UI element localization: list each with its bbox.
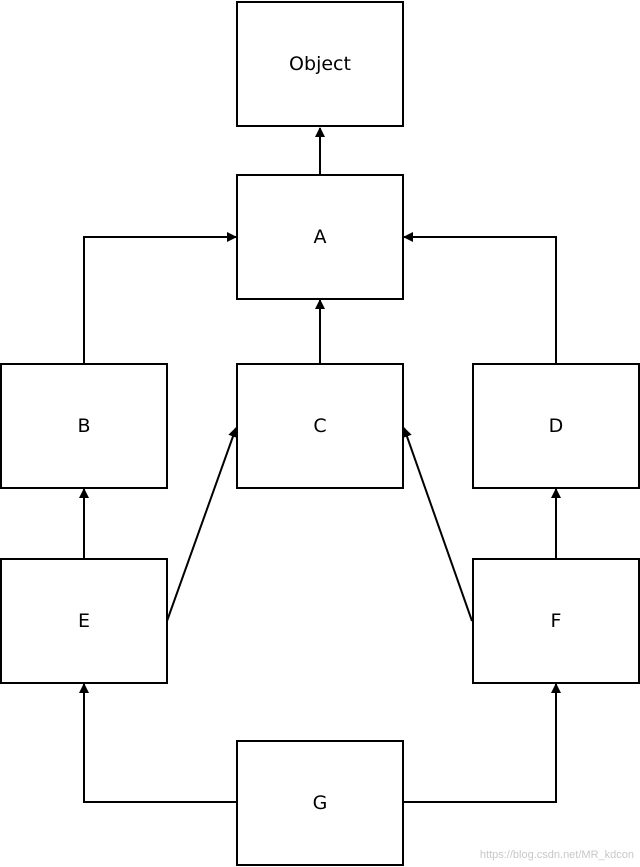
node-e: E [0, 558, 168, 684]
node-b-box [0, 363, 168, 489]
node-object-box [236, 1, 404, 127]
node-a-box [236, 174, 404, 300]
node-object: Object [236, 1, 404, 127]
edge-g-to-e [79, 683, 236, 803]
node-e-box [0, 558, 168, 684]
node-f: F [472, 558, 640, 684]
node-g: G [236, 740, 404, 866]
edge-f-to-c [402, 427, 473, 622]
node-c-box [236, 363, 404, 489]
node-c: C [236, 363, 404, 489]
node-f-box [472, 558, 640, 684]
node-d-label: D [549, 415, 564, 437]
edge-e-to-c [166, 427, 238, 622]
node-b-label: B [77, 415, 90, 437]
edge-b-to-a [83, 232, 237, 363]
node-f-label: F [551, 610, 562, 632]
node-object-label: Object [289, 53, 351, 75]
node-d-box [472, 363, 640, 489]
node-b: B [0, 363, 168, 489]
node-g-label: G [313, 792, 328, 814]
node-e-label: E [78, 610, 90, 632]
node-a-label: A [314, 226, 327, 248]
node-g-box [236, 740, 404, 866]
node-d: D [472, 363, 640, 489]
node-c-label: C [313, 415, 326, 437]
node-a: A [236, 174, 404, 300]
edge-g-to-f [404, 683, 561, 803]
edges [79, 127, 561, 803]
edge-d-to-a [403, 232, 557, 363]
watermark-text: https://blog.csdn.net/MR_kdcon [479, 849, 634, 861]
